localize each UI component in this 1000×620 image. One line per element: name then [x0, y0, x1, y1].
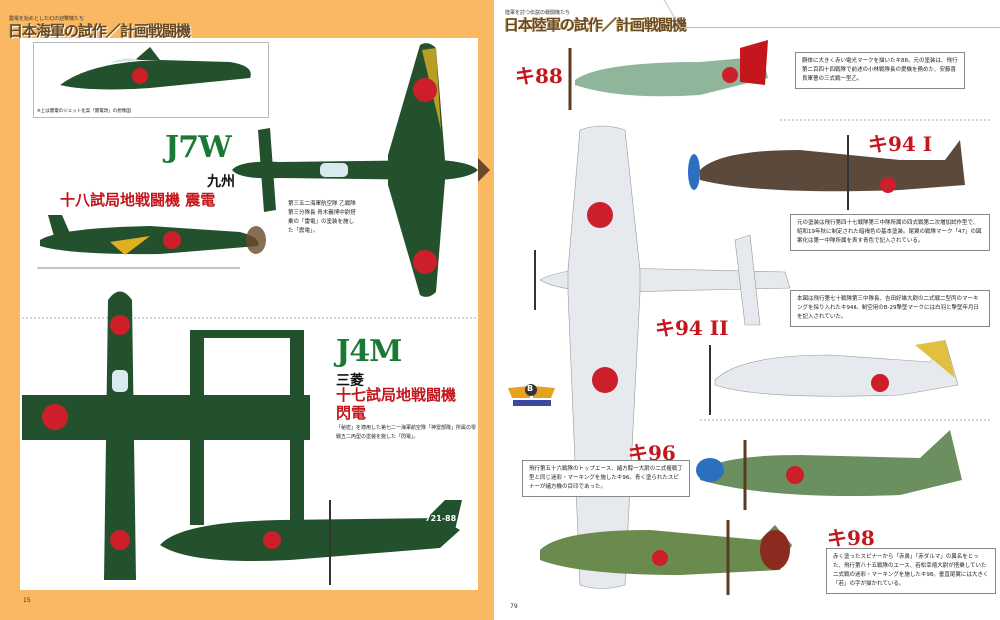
j7w-model: J7W: [165, 130, 232, 165]
ki96-illustration: [696, 430, 962, 510]
j4m-side-illustration: [160, 500, 462, 585]
j7w-side-illustration: [37, 215, 266, 269]
ki94-2-side-illustration: [709, 339, 959, 415]
ki94-2-note: 本図は飛行第七十戦隊第三中隊長、吉田好雄大尉の二式戦二型丙のマーキングを採り入れ…: [790, 290, 990, 327]
hinomaru: [110, 315, 130, 335]
ki94-2-top-illustration: [534, 125, 791, 589]
badge-letter: B: [527, 384, 534, 393]
hinomaru: [42, 404, 68, 430]
j4m-name-line2: 閃電: [336, 404, 367, 422]
right-series-title: 日本陸軍の試作／計画戦闘機: [504, 16, 687, 34]
j4m-model: J4M: [336, 334, 402, 369]
hinomaru: [132, 68, 148, 84]
j4m-name-line1: 十七試局地戦闘機: [336, 386, 457, 404]
ki88-note: 胴体に大きく赤い電光マークを描いたキ88。元の塗装は、飛行第二百四十四戦隊で前述…: [795, 52, 965, 89]
hinomaru: [110, 530, 130, 550]
squadron-badge-illustration: [508, 384, 555, 406]
j7w-top-illustration: [232, 43, 490, 297]
header-tab-shape: [663, 0, 1000, 28]
inset-caption: ※上は震電のジェット化案「震電改」の想像図: [37, 109, 131, 114]
hinomaru: [652, 550, 668, 566]
ki98-note: 赤く塗ったスピナーから「赤鼻」「赤ダルマ」の異名をとった、飛行第八十五戦隊のエー…: [826, 548, 996, 594]
right-kicker: 陸軍を討つ伝説の戦闘機たち: [505, 10, 571, 16]
j7w-maker: 九州: [207, 174, 235, 190]
j4m-tail-code: 721-88: [425, 514, 457, 523]
ki94-2-label: キ94 II: [655, 316, 729, 340]
ki94-1-note: 元の塗装は飛行第四十七戦隊第三中隊所属の四式戦第二次増加試作型で、昭和19年秋に…: [790, 214, 990, 251]
hinomaru: [413, 250, 437, 274]
ki94-1-label: キ94 I: [868, 132, 933, 156]
right-page-number: 79: [510, 603, 518, 610]
j4m-maker: 三菱: [336, 373, 364, 389]
ki96-note: 飛行第五十六戦隊のトップエース、緒方醇一大尉の二式複戦丁型と同じ迷彩・マーキング…: [522, 460, 690, 497]
ki88-label: キ88: [515, 64, 563, 88]
ki98-illustration: [540, 520, 792, 595]
hinomaru: [163, 231, 181, 249]
hinomaru: [592, 367, 618, 393]
left-page-number: 15: [23, 597, 31, 604]
ki88-illustration: [568, 40, 768, 110]
hinomaru: [722, 67, 738, 83]
j7w-caption: 第三五二海軍航空隊 乙戦隊 第三分隊長 青木義博中尉搭乗の「雷電」の塗装を施した…: [288, 201, 356, 234]
j4m-top-illustration: [22, 291, 310, 580]
left-series-title: 日本海軍の試作／計画戦闘機: [8, 22, 191, 40]
hinomaru: [413, 78, 437, 102]
ki94-1-illustration: [688, 135, 965, 210]
hinomaru: [263, 531, 281, 549]
hinomaru: [871, 374, 889, 392]
inset-box: [33, 42, 269, 118]
ki98-label: キ98: [827, 526, 875, 550]
hinomaru: [587, 202, 613, 228]
shinden-kai-side-illustration: [60, 47, 251, 90]
hinomaru: [880, 177, 896, 193]
left-kicker: 震電を始めとした幻の迎撃機たち: [9, 16, 85, 22]
hinomaru: [786, 466, 804, 484]
j4m-caption: 「秘密」を適用した第七二一海軍航空隊「神雷部隊」所属の零戦五二丙型の塗装を施した…: [336, 425, 477, 440]
j7w-name: 十八試局地戦闘機 震電: [60, 191, 216, 209]
